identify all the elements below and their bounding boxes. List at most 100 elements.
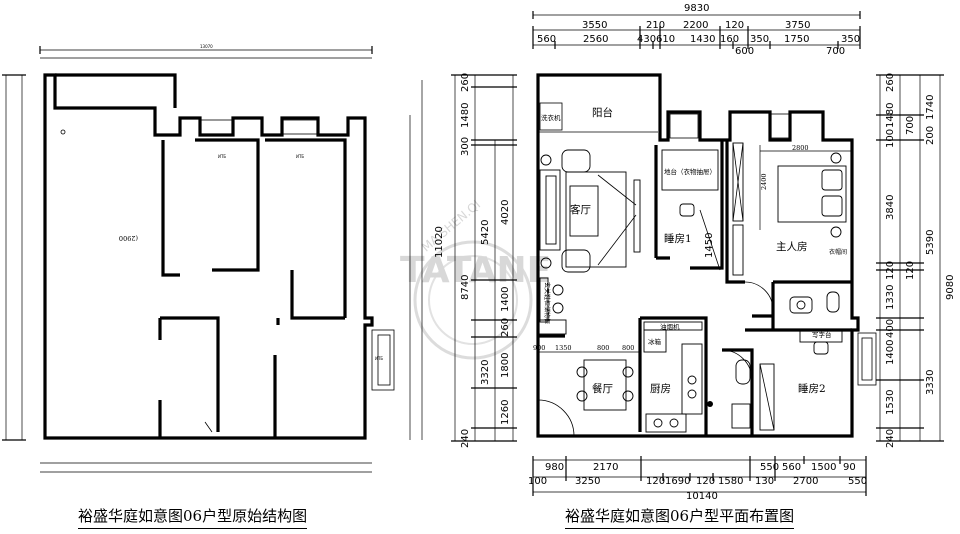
dimension-label: 3320 [480,360,491,385]
label-shoe: 玄关鞋柜储物柜 [543,282,551,324]
dimension-label: 1690 [665,476,690,487]
dimension-label: 1580 [718,476,743,487]
dimension-label: 100 [528,476,547,487]
dimension-label: 160 [720,34,739,45]
dimension-label: 1260 [500,400,511,425]
dimension-label: 1350 [555,344,572,352]
dimension-label: 4020 [500,200,511,225]
dimension-label: 130 [755,476,774,487]
label-side-master: 衣帽间 [829,248,847,256]
svg-text:ИТБ: ИТБ [296,154,304,159]
dimension-label: 700 [826,46,845,57]
dimension-label: 1750 [784,34,809,45]
dimension-label: 260 [885,73,896,92]
dimension-label: 3330 [925,370,936,395]
dimension-label: 700 [905,116,916,135]
svg-text:ИТБ: ИТБ [375,356,383,361]
right-left-total: 11020 [434,226,445,258]
room-study2: 睡房2 [798,382,826,395]
dimension-label: 560 [782,462,801,473]
dimension-label: 5420 [480,220,491,245]
dimension-label: 2800 [792,144,809,152]
dimension-label: 120 [905,261,916,280]
right-right-total: 9080 [945,275,956,300]
dimension-label: 1800 [500,353,511,378]
dimension-label: 240 [460,429,471,448]
room-dining: 餐厅 [592,382,613,395]
dimension-label: 300 [460,137,471,156]
room-living: 客厅 [570,203,591,216]
dimension-label: 2200 [683,20,708,31]
dimension-label: 1400 [500,287,511,312]
dimension-label: 2700 [793,476,818,487]
label-kitchen-top: 油烟机 [660,322,680,331]
dimension-label: 5390 [925,230,936,255]
dimension-label: 800 [597,344,609,352]
room-master: 主人房 [776,240,808,253]
right-top-total: 9830 [684,3,709,14]
dimension-label: 1740 [925,95,936,120]
kitchen-fixtures [643,321,713,433]
caption-layout-plan: 裕盛华庭如意图06户型平面布置图 [565,507,795,529]
dimension-label: 3550 [582,20,607,31]
dimension-label: 200 [925,126,936,145]
caption-original-structure: 裕盛华庭如意图06户型原始结构图 [78,507,308,529]
dimension-label: 100 [885,129,896,148]
dimension-label: 120 [725,20,744,31]
dimension-label: 350 [750,34,769,45]
dimension-label: 120 [646,476,665,487]
dimension-label: 1400 [885,340,896,365]
dimension-label: 1480 [885,103,896,128]
label-desk2: 写字台 [812,330,832,339]
dimension-label: 980 [545,462,564,473]
dimension-label: 900 [533,344,545,352]
dimension-label: 240 [885,429,896,448]
dimension-label: 1330 [885,285,896,310]
dimension-label: 8740 [460,275,471,300]
dimension-label: 2560 [583,34,608,45]
left-level-marker: (2900 [119,234,138,242]
dimension-label: 800 [622,344,634,352]
dimension-label: 610 [656,34,675,45]
dimension-label: 550 [760,462,779,473]
left-plan: 13070 ИТБ ИТБ ИТБ [2,44,423,473]
dimension-label: 1450 [704,233,715,258]
dimension-label: 1430 [690,34,715,45]
dimension-label: 560 [537,34,556,45]
label-washer: 洗衣机 [541,113,561,122]
right-bottom-total: 10140 [686,491,718,502]
label-fridge: 冰箱 [648,337,662,346]
dimension-label: 90 [843,462,856,473]
bathroom-fixtures [721,349,753,429]
dimension-label: 400 [885,319,896,338]
dimension-label: 350 [841,34,860,45]
svg-text:ИТБ: ИТБ [218,154,226,159]
dimension-label: 120 [696,476,715,487]
study1-furniture [661,149,721,271]
dimension-label: 1500 [811,462,836,473]
room-study1: 睡房1 [664,232,692,245]
watermark: TATANE MA.SHEN.QI [400,197,551,360]
dimension-label: 2400 [760,173,768,190]
dimension-label: 1480 [460,103,471,128]
dimension-label: 430 [637,34,656,45]
study2-furniture [759,329,843,431]
master-bath-fixtures [744,281,840,314]
master-furniture [732,142,852,276]
dimension-label: 2170 [593,462,618,473]
dimension-label: 1530 [885,390,896,415]
dimension-label: 3250 [575,476,600,487]
room-kitchen: 厨房 [650,382,671,395]
left-top-total: 13070 [200,44,213,49]
right-plan: 9830 3550 210 2200 120 3750 560 2560 430… [434,3,956,502]
dimension-label: 120 [885,261,896,280]
dimension-label: 210 [646,20,665,31]
living-room-furniture [539,149,641,273]
dimension-label: 550 [848,476,867,487]
dimension-label: 3750 [785,20,810,31]
label-desk1: 地台（衣物抽屉） [664,167,716,176]
dimension-label: 260 [460,73,471,92]
watermark-brand: TATANE [400,250,551,291]
dimension-label: 260 [500,318,511,337]
